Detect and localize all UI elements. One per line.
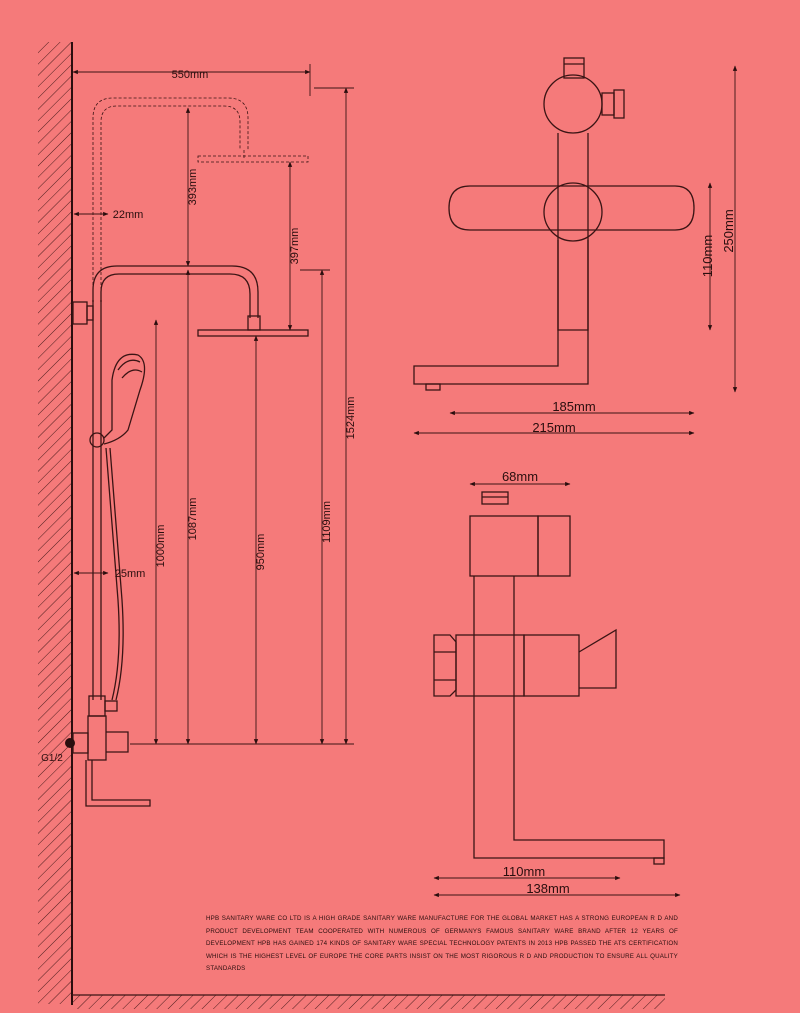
- shower-arm-inner: [100, 273, 251, 318]
- hand-shower: [89, 353, 146, 448]
- side-inlet-nut: [433, 634, 457, 697]
- mixer-side-view: [433, 491, 665, 865]
- hand-shower-face-inner: [121, 369, 143, 379]
- dimension-lines: [72, 64, 354, 745]
- company-description: HPB SANITARY WARE CO LTD IS A HIGH GRADE…: [206, 915, 678, 973]
- inlet-thread-icon: [65, 738, 75, 748]
- floor-hatching: [72, 995, 665, 1009]
- label-1087: 1087mm: [187, 498, 199, 541]
- hand-shower-body: [103, 353, 146, 445]
- mixer-valve-body: [87, 715, 107, 761]
- wall-bracket-top-collar: [86, 305, 94, 321]
- dimension-labels: 550mm 22mm 25mm G1/2 393mm 397mm 1000mm …: [41, 69, 357, 764]
- floor: [72, 994, 665, 1009]
- label-397: 397mm: [289, 228, 301, 265]
- side-valve-body: [523, 634, 580, 697]
- side-upper-cap: [537, 515, 571, 577]
- hand-shower-face: [117, 359, 141, 371]
- bath-spout: [85, 760, 151, 807]
- extended-riser-dashed: [92, 97, 249, 310]
- wall-bracket-top: [72, 301, 88, 325]
- front-top-valve: [543, 74, 603, 134]
- label-393: 393mm: [187, 169, 199, 206]
- side-spout: [473, 800, 665, 859]
- diverter-body: [88, 695, 106, 717]
- extended-shower-head: [197, 155, 309, 163]
- front-spout-aerator: [425, 383, 441, 391]
- front-spout: [413, 330, 589, 385]
- shower-hose: [105, 447, 120, 701]
- front-side-nut: [613, 89, 625, 119]
- front-side-connector: [601, 92, 615, 116]
- label-110-front: 110mm: [700, 235, 715, 277]
- wall: [38, 42, 73, 1005]
- side-dimensions: 68mm 110mm 138mm: [433, 469, 681, 898]
- label-110-side: 110mm: [503, 864, 545, 879]
- label-550: 550mm: [172, 69, 209, 81]
- head-connector: [247, 315, 261, 331]
- side-lever-handle: [578, 628, 617, 689]
- extended-riser-dashed-inner: [100, 105, 241, 310]
- label-1000: 1000mm: [155, 525, 167, 568]
- front-handle-bar: [448, 185, 695, 231]
- rain-shower-head: [197, 329, 309, 337]
- shower-hose-inner: [109, 447, 124, 701]
- front-top-thread: [563, 57, 585, 79]
- front-dimensions: 185mm 215mm 110mm 250mm: [413, 65, 738, 436]
- wall-hatching: [38, 42, 72, 1004]
- label-22: 22mm: [113, 209, 144, 221]
- label-250: 250mm: [721, 209, 736, 252]
- side-upper-block: [469, 515, 539, 577]
- label-138: 138mm: [526, 881, 569, 896]
- shower-system: [65, 97, 309, 807]
- front-body: [557, 240, 589, 331]
- label-g12: G1/2: [41, 753, 63, 764]
- label-215: 215mm: [532, 420, 575, 435]
- mixer-handle: [106, 731, 129, 753]
- diverter-knob: [104, 700, 118, 712]
- inlet-connector: [72, 732, 89, 754]
- label-1524: 1524mm: [345, 397, 357, 440]
- hand-shower-slider: [89, 432, 105, 448]
- shower-arm-outer: [92, 265, 259, 318]
- side-spout-tip: [653, 857, 665, 865]
- front-valve-hub: [543, 182, 603, 242]
- label-185: 185mm: [552, 399, 595, 414]
- label-950: 950mm: [255, 534, 267, 571]
- mixer-front-view: [413, 57, 695, 391]
- label-68: 68mm: [502, 469, 538, 484]
- label-1109: 1109mm: [321, 501, 333, 543]
- side-top-thread: [481, 491, 509, 505]
- label-25: 25mm: [115, 568, 146, 580]
